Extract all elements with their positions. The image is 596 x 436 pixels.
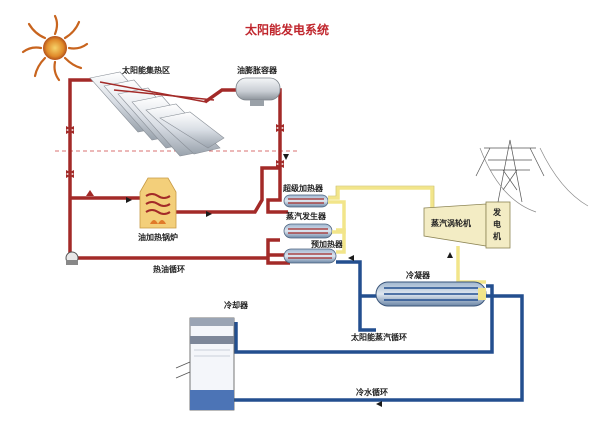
superheater-label: 超级加热器 [282,183,324,193]
oil-boiler-label: 油加热锅炉 [138,232,178,242]
generator-label-3: 机 [493,231,501,241]
generator [485,201,511,249]
turbine-label: 蒸汽涡轮机 [431,218,471,228]
cooling-tower-label: 冷却器 [224,300,249,310]
pump-icon [65,251,79,265]
collector-field [89,71,225,157]
generator-label-2: 电 [493,219,501,229]
flow-arrow-icons [126,154,453,407]
sun-icon [21,14,89,82]
diagram-title: 太阳能发电系统 [245,22,329,37]
valve-icons [66,124,284,196]
heat-exchangers [283,194,337,264]
condenser-label: 冷凝器 [406,270,431,280]
power-tower-icon [475,139,589,213]
preheater-label: 预加热器 [311,239,344,249]
oil-pipes [68,78,290,265]
oil-boiler [139,177,177,229]
expansion-tank-label: 油膨胀容器 [237,65,278,75]
steam-generator-label: 蒸汽发生器 [286,211,327,221]
generator-label-1: 发 [492,207,502,217]
oil-loop-label: 热油循环 [153,264,185,274]
condenser [375,281,487,307]
steam-loop-label: 太阳能蒸汽循环 [350,332,407,342]
expansion-tank [235,77,281,106]
collector-field-label: 太阳能集热区 [121,65,170,75]
water-loop-label: 冷水循环 [356,387,388,397]
cooling-tower [175,317,235,411]
